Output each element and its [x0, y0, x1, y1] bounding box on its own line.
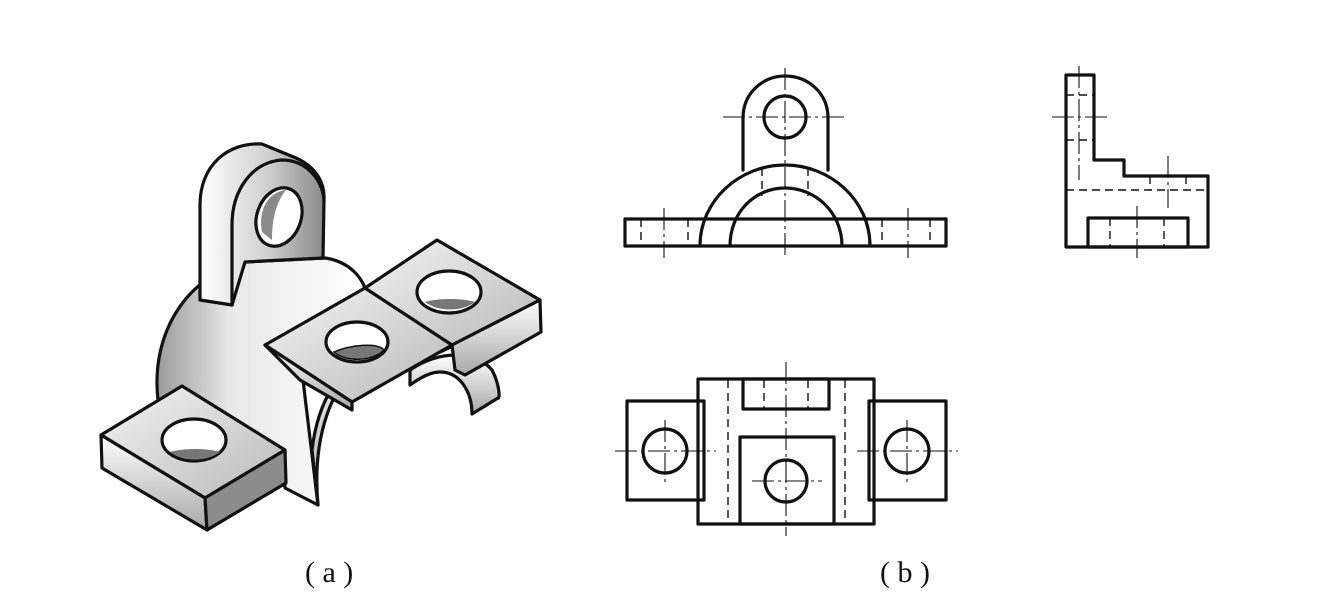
- iso-left-plate-side: [203, 448, 288, 532]
- front-view: [623, 68, 948, 258]
- caption-a: ( a ): [305, 556, 354, 589]
- top-view: [615, 362, 958, 536]
- iso-left-plate-hole-depth: [170, 449, 220, 460]
- iso-lug-hole-depth: [261, 190, 286, 240]
- iso-boss-side: [263, 343, 354, 412]
- isometric-view: [99, 142, 543, 532]
- caption-b: ( b ): [880, 556, 930, 589]
- iso-lug-front: [230, 158, 326, 307]
- iso-right-plate-hole-depth: [425, 299, 475, 310]
- side-view: [1052, 66, 1210, 258]
- iso-boss-hole-depth: [332, 344, 385, 360]
- iso-right-plate-front: [450, 298, 543, 377]
